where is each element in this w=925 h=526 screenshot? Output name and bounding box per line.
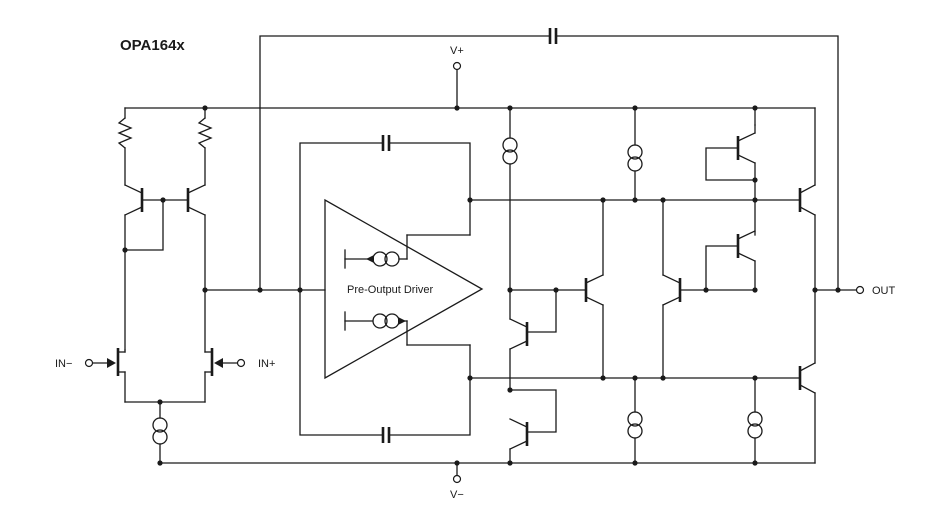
driver-label: Pre-Output Driver xyxy=(347,284,434,296)
driver-buses xyxy=(469,199,801,379)
schematic-title: OPA164x xyxy=(120,37,185,54)
junction-dots xyxy=(122,105,841,466)
vminus-terminal: V− xyxy=(450,474,464,501)
driver-input-wiring xyxy=(204,135,471,443)
load-resistors xyxy=(117,107,213,186)
output-stage xyxy=(798,107,857,464)
in-minus-terminal: IN− xyxy=(55,358,94,370)
bias-column-right xyxy=(705,107,763,464)
bias-column-left xyxy=(502,107,557,464)
vplus-terminal: V+ xyxy=(450,45,464,71)
vminus-label: V− xyxy=(450,489,464,501)
in-minus-label: IN− xyxy=(55,358,72,370)
in-plus-terminal: IN+ xyxy=(236,358,275,370)
input-differential-pair xyxy=(92,289,238,464)
feedback-capacitor xyxy=(259,28,839,291)
out-label: OUT xyxy=(872,285,896,297)
vplus-label: V+ xyxy=(450,45,464,57)
bias-column-mid xyxy=(627,107,643,464)
current-mirror xyxy=(124,184,206,351)
out-terminal: OUT xyxy=(855,285,896,297)
level-shift-transistors xyxy=(555,199,756,379)
pre-output-driver: Pre-Output Driver xyxy=(324,198,484,380)
in-plus-label: IN+ xyxy=(258,358,275,370)
